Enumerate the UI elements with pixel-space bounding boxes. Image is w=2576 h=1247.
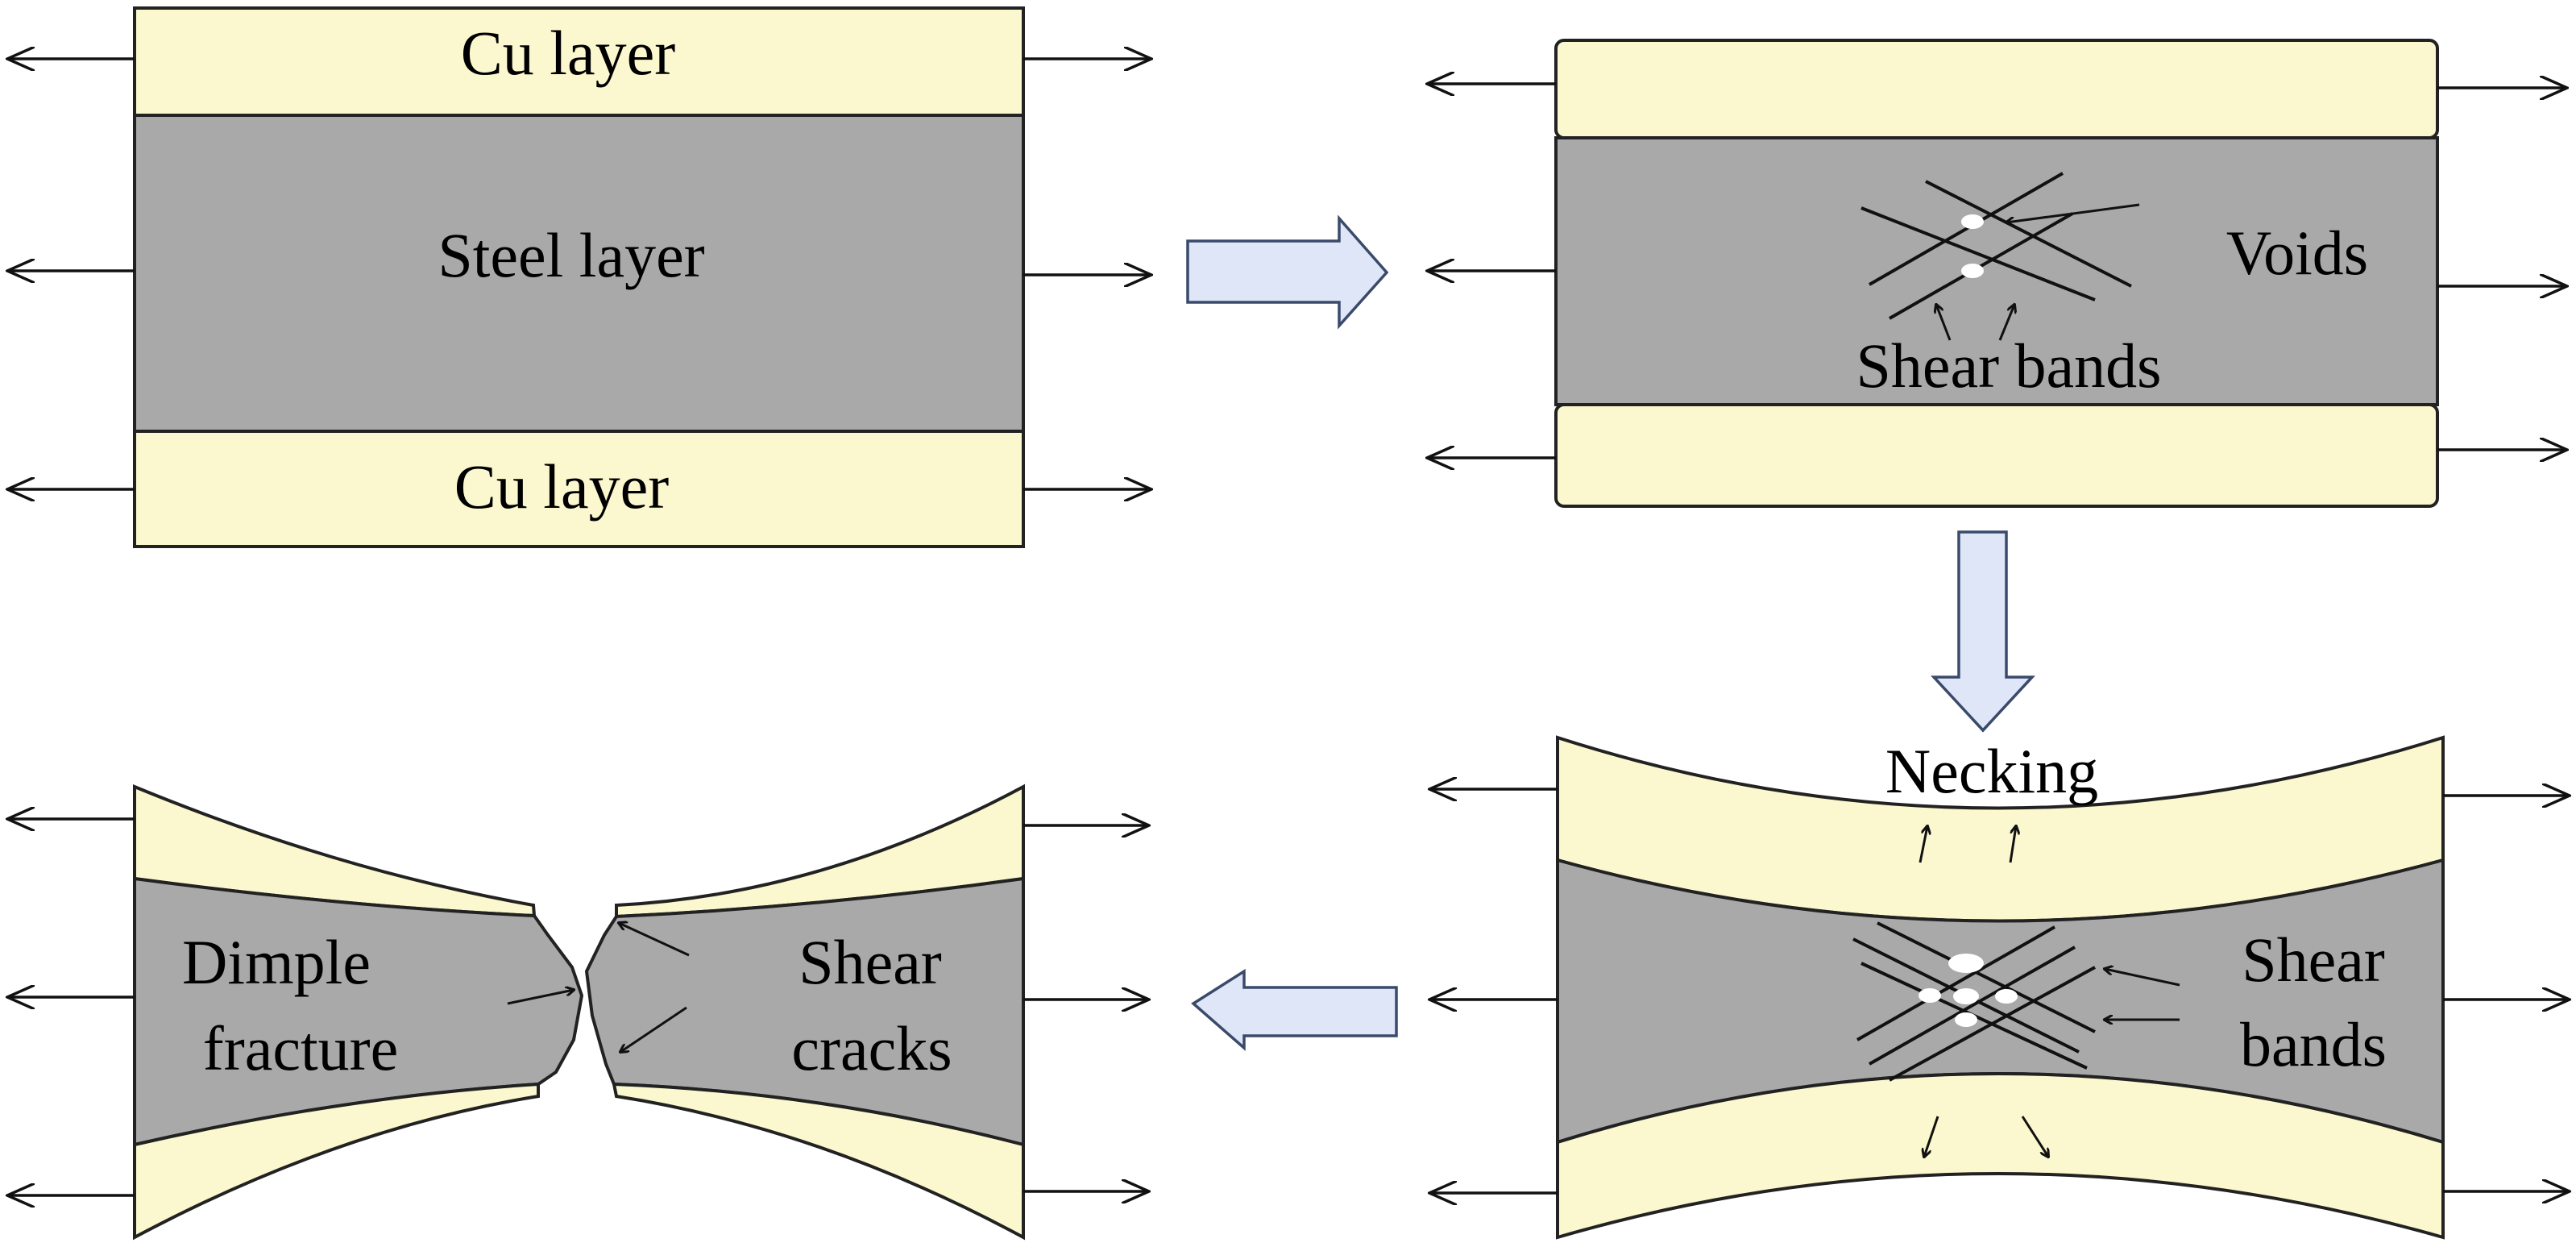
bottom-cu-layer-right xyxy=(612,1082,1025,1241)
fracture-panel: Dimple fracture Shear cracks xyxy=(8,784,1148,1241)
shear-bands-label-line1: Shear xyxy=(2242,925,2385,995)
flow-arrow-left-icon xyxy=(1191,968,1398,1051)
neck-pointer-arrow-icon xyxy=(2009,826,2016,863)
tension-arrows-voids xyxy=(1428,84,2566,458)
top-cu-layer xyxy=(133,6,1025,117)
tension-arrows-initial xyxy=(8,59,1151,489)
void-dot xyxy=(1948,954,1984,973)
void-dot xyxy=(1955,1012,1977,1027)
neck-pointer-arrow-icon xyxy=(1924,1116,1939,1157)
bottom-cu-layer xyxy=(1556,1072,2445,1240)
flow-arrow-right-icon xyxy=(1186,214,1389,330)
voids-panel: Voids Shear bands xyxy=(1428,39,2566,508)
shear-bands-label-line2: bands xyxy=(2240,1009,2387,1079)
dimple-label-line1: Dimple xyxy=(182,927,371,997)
top-cu-label: Cu layer xyxy=(461,18,675,88)
bottom-cu-layer-left xyxy=(133,1082,540,1241)
band-pointer-arrow-icon xyxy=(2105,969,2180,987)
void-dot xyxy=(1995,989,2018,1004)
top-cu-layer xyxy=(1554,39,2439,139)
tension-arrows-fracture xyxy=(8,819,1148,1195)
tension-arrows-necking xyxy=(1430,789,2569,1193)
steel-layer xyxy=(1554,136,2439,406)
bottom-cu-layer xyxy=(1554,403,2439,508)
band-pointer-arrow-icon xyxy=(1998,305,2014,341)
steel-label: Steel layer xyxy=(438,220,704,290)
bottom-cu-layer xyxy=(133,430,1025,548)
band-pointer-arrow-icon xyxy=(1936,305,1952,341)
void-dot xyxy=(1919,988,1941,1003)
voids-pointer-arrow-icon xyxy=(2006,203,2140,222)
neck-pointer-arrow-icon xyxy=(1919,826,1927,863)
void-dot xyxy=(1961,264,1984,278)
cracks-label-line2: cracks xyxy=(791,1013,952,1083)
necking-label: Necking xyxy=(1885,736,2098,806)
shear-bands-label: Shear bands xyxy=(1856,330,2161,401)
dimple-label-line2: fracture xyxy=(203,1013,398,1083)
initial-panel: Cu layer Steel layer Cu layer xyxy=(8,6,1151,548)
cracks-label-line1: Shear xyxy=(799,927,942,997)
shear-bands-cross xyxy=(1860,172,2132,320)
voids-label: Voids xyxy=(2226,218,2368,288)
neck-pointer-arrow-icon xyxy=(2021,1116,2048,1157)
flow-arrow-down-icon xyxy=(1930,530,2036,733)
necking-panel: Necking Shear bands xyxy=(1430,735,2569,1240)
void-dot xyxy=(1961,214,1984,229)
crack-pointer-arrow-icon xyxy=(620,1006,687,1052)
bottom-cu-label: Cu layer xyxy=(454,451,669,522)
dimple-pointer-arrow-icon xyxy=(507,990,574,1005)
crack-pointer-arrow-icon xyxy=(619,923,690,957)
steel-layer xyxy=(133,114,1025,433)
void-dot xyxy=(1953,988,1979,1004)
